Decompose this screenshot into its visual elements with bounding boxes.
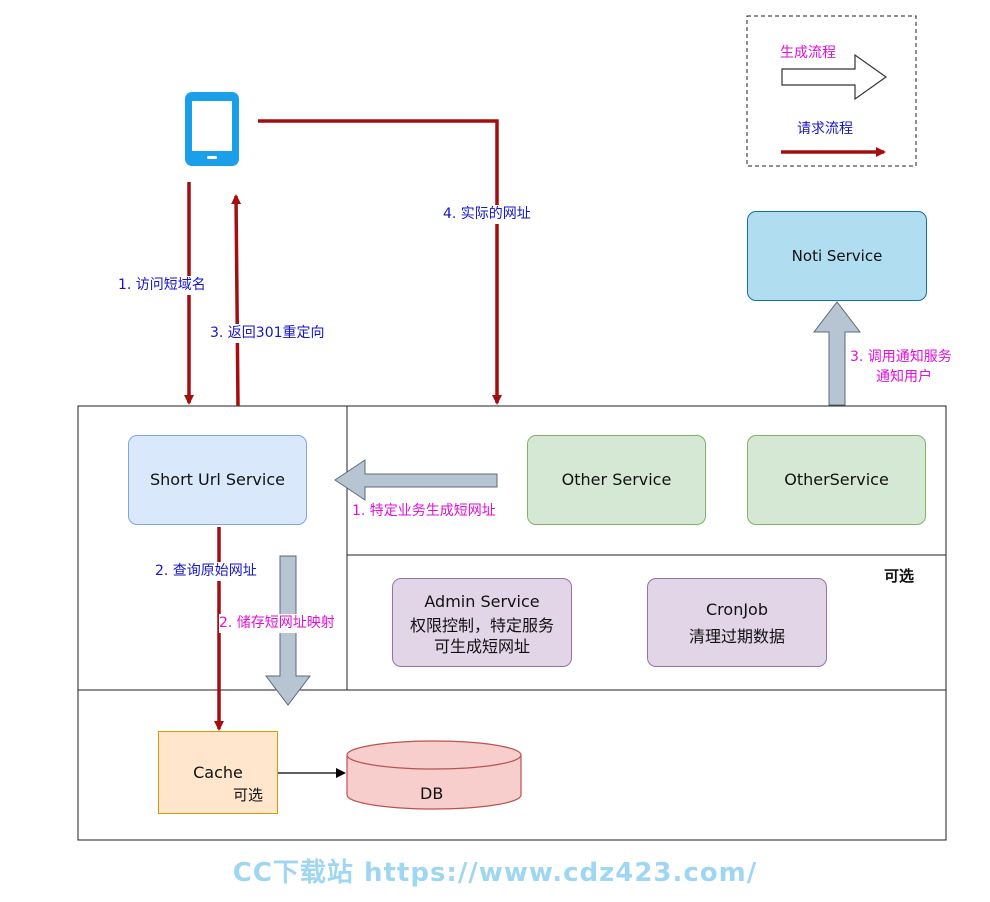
legend-generation-label: 生成流程	[780, 45, 836, 61]
db-label: DB	[420, 784, 444, 803]
legend-request-label: 请求流程	[797, 121, 853, 137]
noti-service: Noti Service	[747, 211, 927, 301]
label-notify-1: 3. 调用通知服务	[850, 349, 952, 365]
cronjob-title: CronJob	[706, 599, 768, 619]
noti-service-label: Noti Service	[791, 247, 883, 265]
cache: Cache 可选	[158, 731, 278, 814]
arrow-actual-url	[258, 119, 502, 405]
other-service-1-label: Other Service	[561, 470, 672, 489]
label-notify-2: 通知用户	[876, 369, 932, 385]
arrow-notify	[812, 301, 862, 406]
label-visit-short-domain: 1. 访问短域名	[118, 276, 206, 295]
short-url-service: Short Url Service	[128, 435, 307, 525]
legend-box	[746, 15, 917, 167]
admin-service-desc-1: 权限控制，特定服务	[409, 615, 554, 635]
db-cylinder	[346, 740, 522, 810]
label-query-original: 2. 查询原始网址	[155, 562, 257, 581]
cronjob: CronJob 清理过期数据	[647, 578, 827, 667]
other-service-2-label: OtherService	[784, 470, 889, 489]
arrow-specific-generate	[334, 459, 498, 501]
label-store-mapping: 2. 储存短网址映射	[219, 614, 335, 633]
admin-service: Admin Service 权限控制，特定服务 可生成短网址	[392, 578, 572, 667]
cache-label: Cache	[193, 763, 243, 782]
arrow-return-301	[231, 194, 242, 407]
watermark: CC下载站 https://www.cdz423.com/	[232, 858, 758, 888]
label-return-301: 3. 返回301重定向	[210, 324, 325, 343]
phone-icon	[185, 92, 239, 166]
optional-region-label: 可选	[884, 567, 915, 585]
other-service-2: OtherService	[747, 435, 926, 525]
other-service-1: Other Service	[527, 435, 706, 525]
cronjob-desc: 清理过期数据	[688, 626, 785, 646]
system-boundary	[77, 405, 947, 841]
label-specific-generate: 1. 特定业务生成短网址	[352, 503, 496, 519]
legend-generation-arrow	[781, 53, 888, 101]
cache-optional-label: 可选	[232, 786, 263, 804]
admin-service-desc-2: 可生成短网址	[433, 636, 530, 656]
admin-service-title: Admin Service	[424, 591, 540, 611]
label-actual-url: 4. 实际的网址	[443, 205, 531, 224]
short-url-service-label: Short Url Service	[150, 470, 285, 489]
